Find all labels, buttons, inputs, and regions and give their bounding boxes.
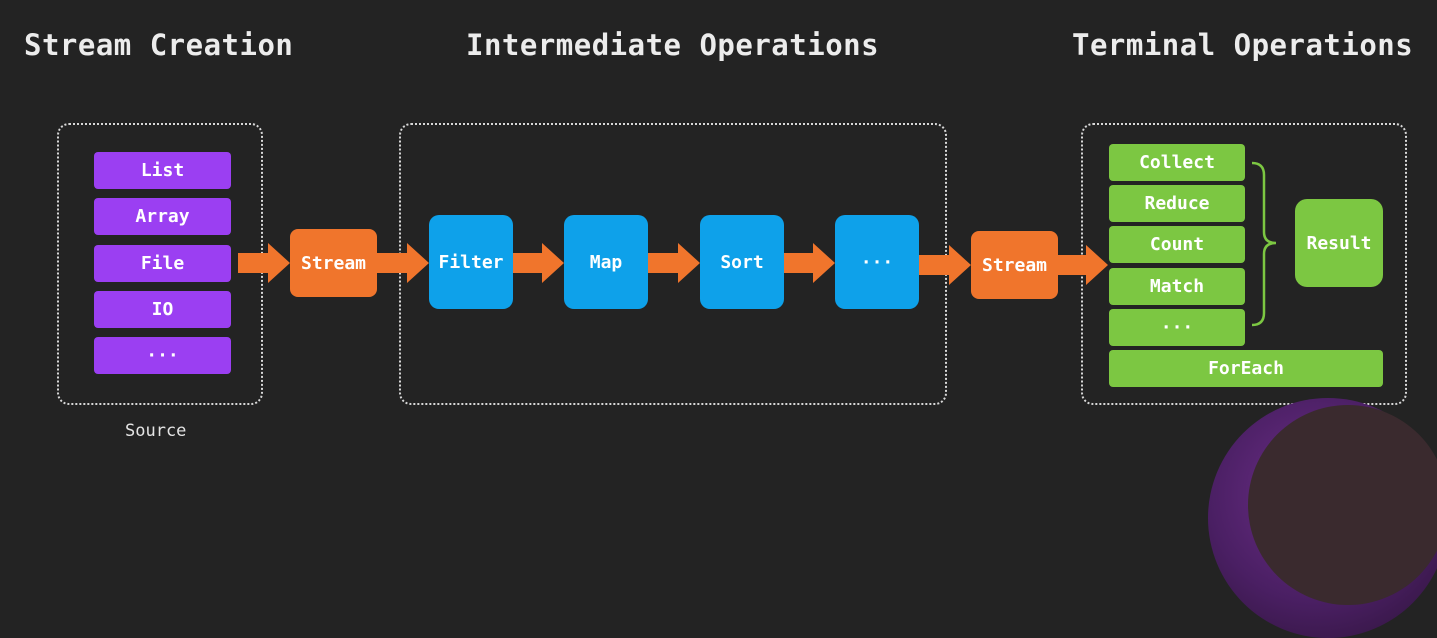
- terminal-count: Count: [1109, 226, 1245, 263]
- source-caption: Source: [125, 421, 187, 441]
- arrow-more-to-stream: [919, 245, 971, 285]
- operation-filter: Filter: [429, 215, 513, 309]
- heading-stream-creation: Stream Creation: [24, 28, 294, 62]
- arrow-map-to-sort: [648, 243, 700, 283]
- source-more: ···: [94, 337, 231, 374]
- arrow-filter-to-map: [513, 243, 564, 283]
- terminal-brace: [1251, 161, 1277, 327]
- operation-map: Map: [564, 215, 648, 309]
- heading-intermediate-operations: Intermediate Operations: [466, 28, 880, 62]
- arrow-stream-to-filter: [377, 243, 429, 283]
- terminal-reduce: Reduce: [1109, 185, 1245, 222]
- source-file: File: [94, 245, 231, 282]
- arrow-sort-to-more: [784, 243, 835, 283]
- terminal-collect: Collect: [1109, 144, 1245, 181]
- source-list: List: [94, 152, 231, 189]
- terminal-foreach: ForEach: [1109, 350, 1383, 387]
- arrow-stream-to-terminal: [1058, 245, 1108, 285]
- result-node: Result: [1295, 199, 1383, 287]
- source-io: IO: [94, 291, 231, 328]
- presenter-avatar-photo: [1248, 405, 1437, 605]
- operation-more: ···: [835, 215, 919, 309]
- terminal-match: Match: [1109, 268, 1245, 305]
- source-array: Array: [94, 198, 231, 235]
- terminal-more: ···: [1109, 309, 1245, 346]
- arrow-source-to-stream: [238, 243, 290, 283]
- stream-node-output: Stream: [971, 231, 1058, 299]
- flow-arrows: [238, 161, 1277, 327]
- operation-sort: Sort: [700, 215, 784, 309]
- stream-node-input: Stream: [290, 229, 377, 297]
- heading-terminal-operations: Terminal Operations: [1072, 28, 1414, 62]
